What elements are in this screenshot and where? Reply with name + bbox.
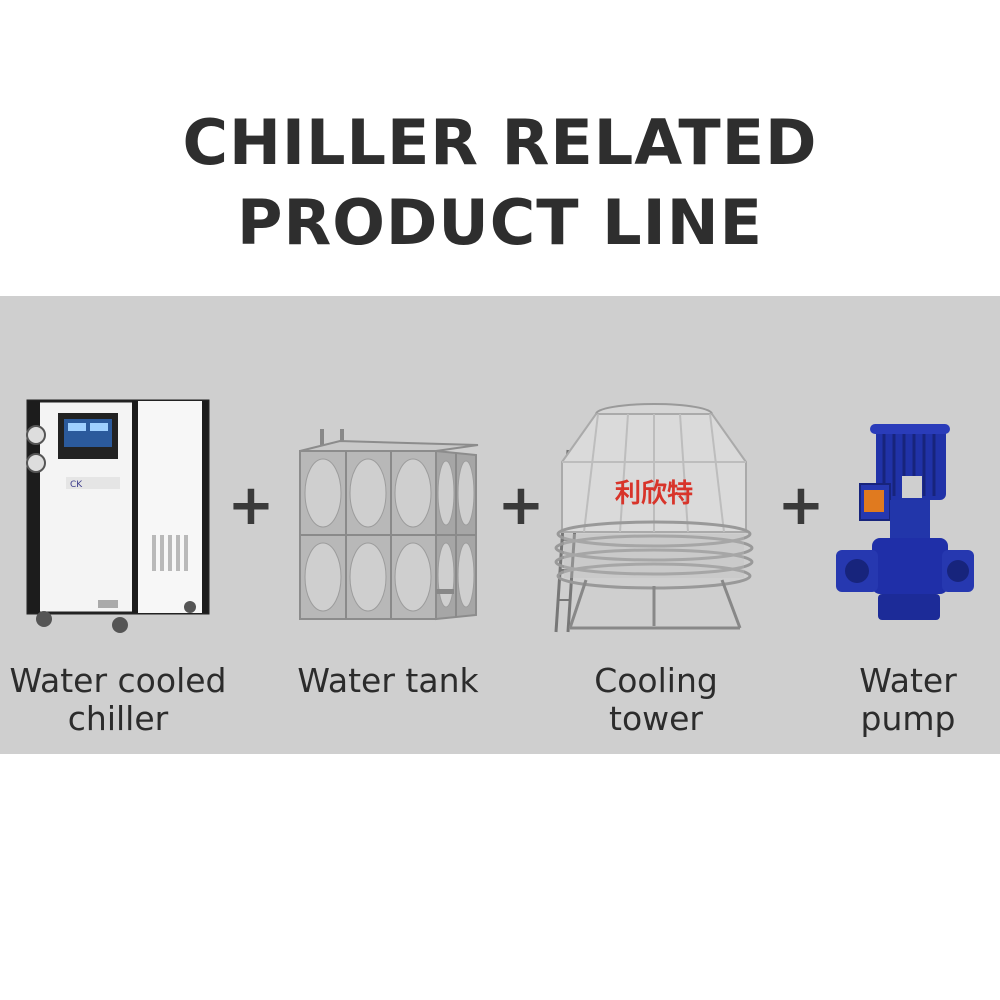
plus-separator-1: + [227,473,275,538]
cooling-tower-image: 利欣特 [554,403,754,633]
product-label-water-pump: Water pump [830,662,986,738]
water-pump-image [836,424,974,620]
water-tank-image [299,429,479,621]
cooling-tower-brand-text: 利欣特 [615,478,693,509]
title-line-1: CHILLER RELATED [182,106,818,179]
label-line-1: Cooling [594,661,718,700]
label-line-2: pump [860,699,956,738]
plus-separator-2: + [497,473,545,538]
label-line-1: Water tank [297,661,479,700]
title-line-2: PRODUCT LINE [237,186,763,259]
label-line-2: tower [609,699,703,738]
water-cooled-chiller-image: CK [26,399,210,633]
product-label-water-cooled-chiller: Water cooled chiller [0,662,236,738]
page-title: CHILLER RELATED PRODUCT LINE [0,103,1000,263]
label-line-1: Water [859,661,957,700]
label-line-2: chiller [67,699,169,738]
product-label-cooling-tower: Cooling tower [556,662,756,738]
plus-separator-3: + [777,473,825,538]
svg-text:CK: CK [70,480,83,490]
product-label-water-tank: Water tank [280,662,496,700]
label-line-1: Water cooled [9,661,227,700]
